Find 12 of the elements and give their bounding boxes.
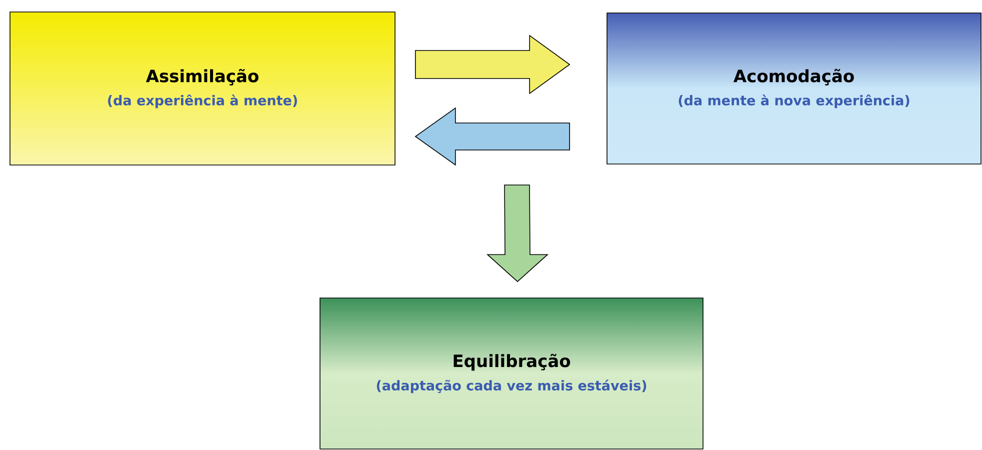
concept-box	[606, 12, 982, 164]
heading-text: Equilibração	[454, 354, 570, 371]
concept-box	[320, 298, 704, 450]
block-arrow	[415, 34, 570, 94]
block-arrow	[486, 184, 549, 282]
heading-text: Acomodação	[734, 68, 854, 86]
concept-box	[10, 12, 396, 166]
subtitle-text: (da experiência à mente)	[108, 94, 297, 108]
subtitle-text: (da mente à nova experiência)	[678, 94, 910, 108]
heading-text: Assimilação	[146, 68, 258, 86]
subtitle-text: (adaptação cada vez mais estáveis)	[376, 380, 646, 394]
block-arrow	[414, 107, 570, 166]
